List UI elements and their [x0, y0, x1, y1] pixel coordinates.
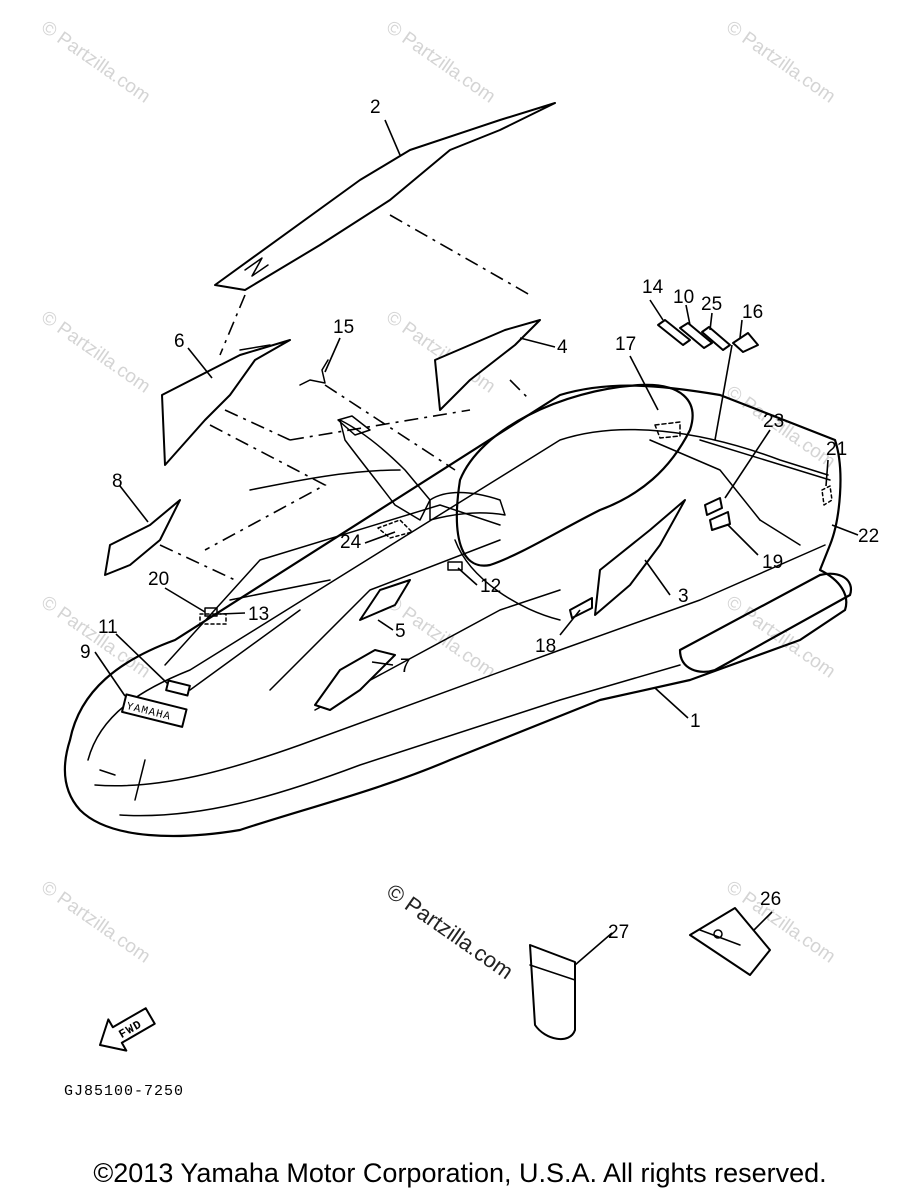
decals: YAMAHA	[104, 102, 833, 728]
callout-13: 13	[248, 604, 269, 625]
decal-6	[161, 339, 291, 466]
callout-11: 11	[98, 617, 118, 638]
decal-12	[447, 561, 463, 571]
callout-10: 10	[673, 287, 694, 308]
callout-12: 12	[480, 576, 501, 597]
callout-2: 2	[370, 97, 381, 118]
part-27-pouch	[529, 944, 576, 1040]
callout-26: 26	[760, 889, 781, 910]
center-watermark: © Partzilla.com	[382, 879, 518, 985]
decal-3	[594, 499, 686, 616]
decal-25	[701, 326, 731, 351]
callout-18: 18	[535, 636, 556, 657]
decal-20	[199, 613, 227, 625]
callout-23: 23	[763, 411, 784, 432]
fwd-arrow-icon: FWD	[99, 1007, 156, 1052]
watermark: © Partzilla.com	[37, 307, 154, 398]
watermark: © Partzilla.com	[37, 592, 154, 683]
decal-14	[657, 319, 691, 346]
callout-9: 9	[80, 642, 91, 663]
watermark: © Partzilla.com	[722, 592, 839, 683]
decal-10	[679, 322, 713, 349]
watermark: © Partzilla.com	[37, 877, 154, 968]
callout-4: 4	[557, 337, 568, 358]
decal-2	[214, 102, 556, 291]
decal-18	[569, 597, 593, 619]
callout-17: 17	[615, 334, 636, 355]
callout-16: 16	[742, 302, 763, 323]
decal-23	[704, 497, 723, 516]
decal-11	[165, 679, 191, 697]
decal-5	[359, 579, 411, 621]
decal-15	[299, 359, 329, 386]
decal-17	[654, 421, 681, 439]
callout-25: 25	[701, 294, 722, 315]
decal-4	[434, 319, 541, 411]
callout-20: 20	[148, 569, 169, 590]
watermark: © Partzilla.com	[382, 17, 499, 108]
copyright-text: ©2013 Yamaha Motor Corporation, U.S.A. A…	[93, 1158, 827, 1188]
callout-27: 27	[608, 922, 629, 943]
placement-lines	[159, 214, 531, 581]
watermark: © Partzilla.com	[37, 17, 154, 108]
part-26-bag	[689, 907, 771, 976]
hull-outline	[63, 383, 853, 838]
callout-15: 15	[333, 317, 354, 338]
callout-14: 14	[642, 277, 664, 298]
callout-22: 22	[858, 526, 879, 547]
callout-21: 21	[826, 439, 847, 460]
callout-19: 19	[762, 552, 783, 573]
callout-numbers: 2 6 15 4 17 14 10 25 16 23 21 22 19 8 20…	[80, 97, 879, 943]
callout-7: 7	[400, 656, 411, 677]
diagram-code: GJ85100-7250	[64, 1083, 184, 1100]
callout-3: 3	[678, 586, 689, 607]
watermark: © Partzilla.com	[722, 17, 839, 108]
callout-24: 24	[340, 532, 362, 553]
decal-7	[314, 649, 396, 711]
leader-lines	[94, 119, 859, 966]
decal-21	[821, 485, 833, 506]
callout-5: 5	[395, 621, 406, 642]
decal-8	[104, 499, 181, 576]
callout-6: 6	[174, 331, 185, 352]
decal-9	[121, 693, 188, 728]
decal-19	[709, 511, 731, 531]
decal-16	[732, 332, 759, 353]
callout-8: 8	[112, 471, 123, 492]
callout-1: 1	[690, 711, 701, 732]
